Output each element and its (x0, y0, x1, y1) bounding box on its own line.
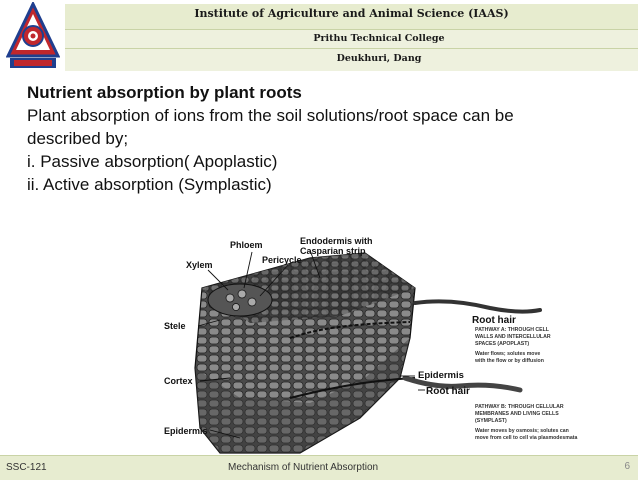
water-b-line: Water moves by osmosis; solutes can (475, 428, 569, 434)
college-name: Prithu Technical College (313, 33, 445, 44)
footer-topic: Mechanism of Nutrient Absorption (228, 462, 379, 473)
label-stele: Stele (164, 321, 186, 331)
pathway-b-line: (SYMPLAST) (475, 418, 507, 424)
label-pericycle: Pericycle (262, 255, 302, 265)
header-band (65, 30, 638, 48)
water-a-line: with the flow or by diffusion (474, 358, 544, 364)
label-phloem: Phloem (230, 240, 263, 250)
label-epidermis-right: Epidermis (418, 370, 464, 381)
slide-title: Nutrient absorption by plant roots (27, 83, 302, 102)
label-endodermis: Endodermis with (300, 236, 373, 246)
label-epidermis-left: Epidermis (164, 426, 208, 436)
pathway-a-line: SPACES (APOPLAST) (475, 341, 529, 347)
water-a-line: Water flows; solutes move (475, 351, 540, 357)
root-hair (402, 375, 523, 393)
label-xylem: Xylem (186, 260, 213, 270)
college-location: Deukhuri, Dang (336, 53, 422, 64)
label-casparian-strip: Casparian strip (300, 246, 366, 256)
body-line: ii. Active absorption (Symplastic) (27, 175, 272, 194)
course-code: SSC-121 (6, 462, 47, 473)
iaas-logo (6, 2, 60, 68)
body-line: described by; (27, 129, 129, 148)
label-cortex: Cortex (164, 376, 193, 386)
root-cross-section-diagram: Xylem Phloem Pericycle Endodermis with C… (164, 236, 577, 454)
slide-content: Nutrient absorption by plant roots Plant… (27, 81, 587, 196)
label-root-hair-mid: Root hair (426, 386, 470, 397)
body-line: Plant absorption of ions from the soil s… (27, 106, 514, 125)
root-hair (413, 299, 542, 314)
stele-region (207, 283, 273, 317)
header-band (65, 4, 638, 29)
pathway-b-line: MEMBRANES AND LIVING CELLS (475, 411, 559, 417)
header-band (65, 49, 638, 71)
pathway-a-line: PATHWAY A: THROUGH CELL (475, 327, 550, 333)
pathway-a-line: WALLS AND INTERCELLULAR (475, 334, 551, 340)
label-root-hair-top: Root hair (472, 315, 516, 326)
header-divider (65, 29, 638, 30)
root-front-face (195, 338, 410, 453)
institution-name: Institute of Agriculture and Animal Scie… (194, 7, 509, 20)
footer-bar: SSC-121 Mechanism of Nutrient Absorption… (0, 455, 638, 480)
header-divider (65, 48, 638, 49)
water-b-line: move from cell to cell via plasmodesmata (475, 435, 577, 441)
body-line: i. Passive absorption( Apoplastic) (27, 152, 278, 171)
pathway-b-line: PATHWAY B: THROUGH CELLULAR (475, 404, 564, 410)
page-number: 6 (624, 461, 630, 472)
